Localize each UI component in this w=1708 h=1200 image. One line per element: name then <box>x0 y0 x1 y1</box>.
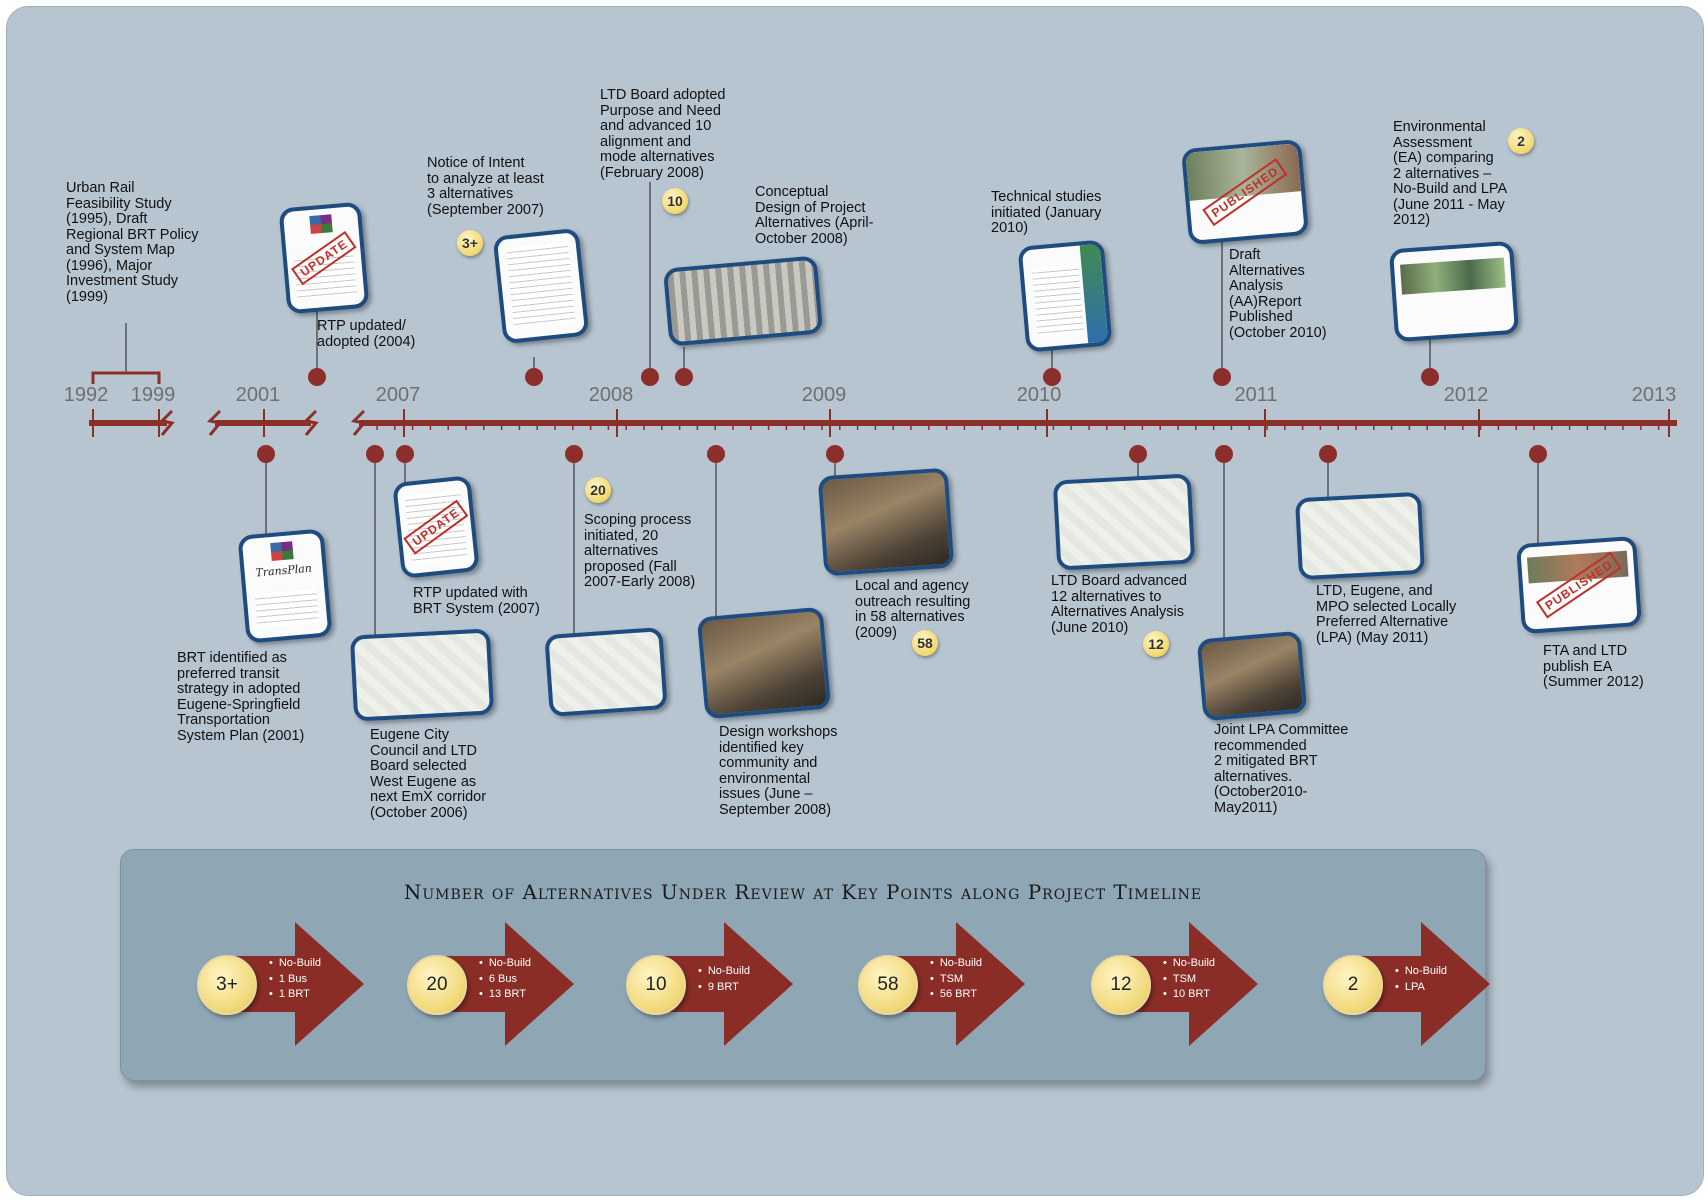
alternatives-list: No-Build6 Bus13 BRT <box>479 956 531 1003</box>
badge-3plus: 3+ <box>457 230 483 256</box>
year-label-2007: 2007 <box>375 384 421 406</box>
event-dot <box>1215 445 1233 463</box>
event-dot <box>1421 368 1439 386</box>
axis-break-mark <box>206 409 223 436</box>
range-bracket <box>91 371 161 384</box>
rtp-2007-document-thumbnail: UPDATE <box>392 475 480 579</box>
event-dot <box>525 368 543 386</box>
alternatives-list: No-Build9 BRT <box>698 964 750 995</box>
count-circle: 12 <box>1091 955 1151 1015</box>
environmental-assessment-thumbnail <box>1388 240 1520 343</box>
axis-break-mark <box>158 409 175 436</box>
board-advanced-map-thumbnail <box>1052 473 1196 571</box>
notice-intent-document-thumbnail <box>492 227 590 345</box>
alternatives-list: No-BuildTSM56 BRT <box>930 956 982 1003</box>
badge-2: 2 <box>1508 128 1534 154</box>
alternatives-list: No-BuildTSM10 BRT <box>1163 956 1215 1003</box>
technical-studies-document-thumbnail <box>1017 239 1113 353</box>
event-dot <box>1319 445 1337 463</box>
event-dot <box>396 445 414 463</box>
axis-break-mark <box>302 409 319 436</box>
timeline-axis <box>89 182 1677 667</box>
alternatives-list: No-BuildLPA <box>1395 964 1447 995</box>
conceptual-design-aerial-thumbnail <box>662 255 824 347</box>
year-label-2009: 2009 <box>801 384 847 406</box>
design-workshops-photo-thumbnail <box>696 606 832 720</box>
year-label-2010: 2010 <box>1016 384 1062 406</box>
count-circle: 20 <box>407 955 467 1015</box>
scoping-map-thumbnail <box>544 626 668 718</box>
alternatives-group-6: 2 No-BuildLPA <box>1323 910 1533 1050</box>
event-dot <box>675 368 693 386</box>
event-dot <box>257 445 275 463</box>
alternatives-group-4: 58 No-BuildTSM56 BRT <box>858 910 1068 1050</box>
event-dot <box>641 368 659 386</box>
summary-title: Number of Alternatives Under Review at K… <box>403 880 1203 904</box>
draft-aa-report-thumbnail: PUBLISHED <box>1181 138 1309 246</box>
badge-20: 20 <box>585 477 611 503</box>
year-label-1992: 1992 <box>63 384 109 406</box>
year-label-2013: 2013 <box>1631 384 1677 406</box>
event-rtp-2004-label: RTP updated/adopted (2004) <box>317 318 416 350</box>
year-label-2008: 2008 <box>588 384 634 406</box>
event-dot <box>366 445 384 463</box>
rtp-2004-document-thumbnail: UPDATE <box>278 201 370 315</box>
event-dot <box>826 445 844 463</box>
alternatives-group-3: 10 No-Build9 BRT <box>626 910 836 1050</box>
fta-ea-thumbnail: PUBLISHED <box>1516 535 1642 635</box>
logo-icon <box>270 541 294 562</box>
year-label-2012: 2012 <box>1443 384 1489 406</box>
count-circle: 58 <box>858 955 918 1015</box>
year-label-1999: 1999 <box>130 384 176 406</box>
event-dot <box>1213 368 1231 386</box>
event-dot <box>1129 445 1147 463</box>
count-circle: 2 <box>1323 955 1383 1015</box>
alternatives-summary-box: Number of Alternatives Under Review at K… <box>120 849 1490 1081</box>
year-label-2001: 2001 <box>235 384 281 406</box>
alternatives-group-5: 12 No-BuildTSM10 BRT <box>1091 910 1301 1050</box>
alternatives-group-1: 3+ No-Build1 Bus1 BRT <box>197 910 407 1050</box>
lpa-selected-map-thumbnail <box>1294 491 1426 581</box>
count-circle: 10 <box>626 955 686 1015</box>
badge-58: 58 <box>912 630 938 656</box>
timeline-panel: 1992 1999 2001 2007 2008 2009 2010 2011 … <box>6 6 1704 1196</box>
event-dot <box>565 445 583 463</box>
emx-corridor-map-thumbnail <box>349 628 495 722</box>
badge-10: 10 <box>662 188 688 214</box>
logo-icon <box>309 214 333 235</box>
event-dot <box>1529 445 1547 463</box>
alternatives-group-2: 20 No-Build6 Bus13 BRT <box>407 910 617 1050</box>
badge-12: 12 <box>1143 631 1169 657</box>
transplan-document-thumbnail: TransPlan <box>237 528 333 644</box>
axis-break-mark <box>350 409 367 436</box>
count-circle: 3+ <box>197 955 257 1015</box>
event-dot <box>1043 368 1061 386</box>
alternatives-list: No-Build1 Bus1 BRT <box>269 956 321 1003</box>
outreach-photo-thumbnail <box>817 467 955 577</box>
event-dot <box>308 368 326 386</box>
joint-lpa-photo-thumbnail <box>1196 630 1308 722</box>
year-label-2011: 2011 <box>1234 384 1278 406</box>
event-dot <box>707 445 725 463</box>
